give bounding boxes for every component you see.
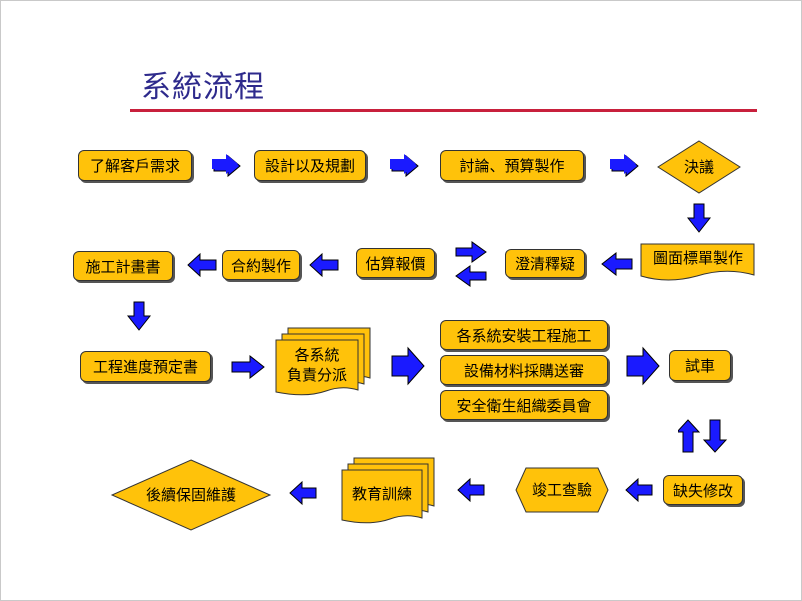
- up-down-arrows-icon: [678, 419, 728, 453]
- arrow-left-icon: [601, 251, 633, 277]
- arrow-right-large-icon: [626, 346, 660, 386]
- node-schedule-book: 工程進度預定書: [80, 351, 211, 382]
- node-maintenance-label: 後續保固維護: [145, 486, 236, 504]
- title-underline: [130, 109, 757, 112]
- arrow-left-icon: [187, 252, 217, 278]
- node-contract-production: 合約製作: [222, 250, 300, 280]
- node-understand-needs: 了解客戶需求: [78, 150, 192, 181]
- node-estimate-quote: 估算報價: [356, 248, 435, 278]
- arrow-left-icon: [625, 477, 653, 503]
- node-design-planning: 設計以及規劃: [254, 150, 366, 181]
- system-assign-line2: 負責分派: [286, 366, 347, 384]
- arrow-left-icon: [289, 480, 317, 506]
- node-decision-label: 決議: [683, 158, 714, 176]
- node-material-procurement: 設備材料採購送審: [440, 355, 608, 385]
- page-title: 系統流程: [141, 70, 265, 105]
- node-education-label: 教育訓練: [351, 485, 412, 503]
- arrow-right-icon: [231, 354, 265, 380]
- node-drawing-document: [640, 243, 755, 281]
- arrow-down-icon: [126, 301, 152, 331]
- node-discuss-budget: 討論、預算製作: [440, 150, 584, 181]
- node-safety-committee: 安全衛生組織委員會: [440, 390, 608, 420]
- node-system-assign-label: 各系統 負責分派: [276, 344, 358, 386]
- arrow-down-icon: [686, 203, 712, 233]
- node-defect-repair: 缺失修改: [663, 475, 743, 505]
- swap-arrows-icon: [455, 241, 487, 287]
- arrow-right-large-icon: [391, 346, 425, 386]
- node-construction-plan: 施工計畫書: [73, 251, 173, 281]
- system-assign-line1: 各系統: [294, 346, 340, 364]
- arrow-right-icon: [212, 154, 241, 178]
- arrow-right-icon: [610, 154, 639, 178]
- node-system-assign-multidoc: [275, 327, 371, 396]
- node-education-multidoc: [341, 457, 435, 524]
- arrow-right-icon: [390, 154, 419, 178]
- node-clarify-doubts: 澄清釋疑: [505, 249, 585, 278]
- arrow-left-icon: [457, 477, 485, 503]
- node-decision-diamond: [657, 140, 741, 194]
- node-completion-label: 竣工查驗: [531, 481, 592, 499]
- node-maintenance-diamond: [110, 459, 272, 531]
- node-completion-hexagon: [515, 467, 609, 513]
- node-install-construction: 各系統安裝工程施工: [440, 320, 608, 350]
- node-drawing-label: 圖面標單製作: [652, 249, 743, 267]
- node-test-run: 試車: [669, 350, 731, 381]
- arrow-left-icon: [309, 252, 339, 278]
